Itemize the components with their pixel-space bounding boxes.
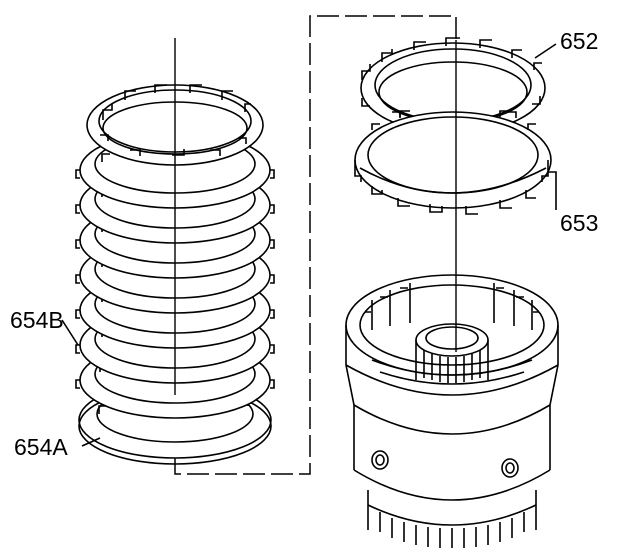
backing-plate-653 bbox=[354, 110, 552, 215]
clutch-housing bbox=[345, 274, 559, 548]
callout-654a: 654A bbox=[14, 434, 68, 460]
assembly-path-line bbox=[174, 15, 457, 475]
callout-653: 653 bbox=[560, 210, 599, 236]
clutch-plate-stack bbox=[75, 38, 275, 465]
callout-652: 652 bbox=[560, 28, 599, 54]
leader-lines bbox=[61, 43, 557, 447]
callout-654b: 654B bbox=[10, 307, 64, 333]
clutch-plate-654b-group bbox=[75, 84, 275, 419]
